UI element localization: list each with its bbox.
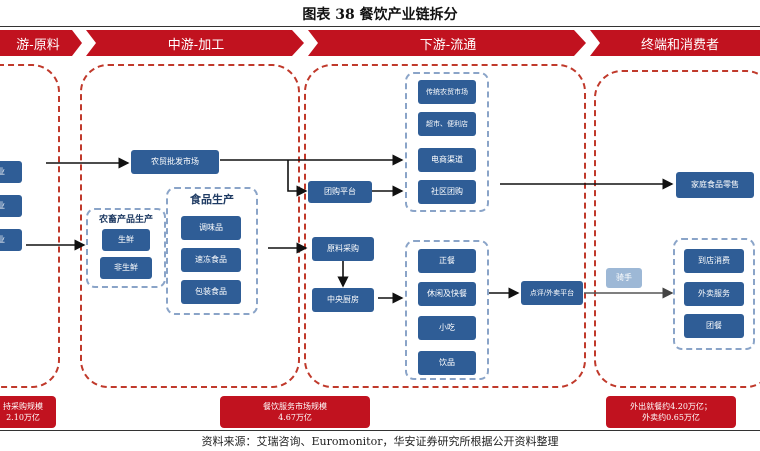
community-group-node: 社区团购 [418, 180, 476, 204]
ecommerce-node: 电商渠道 [418, 148, 476, 172]
stage-label-midstream: 中游-加工 [167, 37, 225, 53]
footer-midstream-line1: 餐饮服务市场规模 [263, 402, 327, 411]
fresh-node: 生鲜 [102, 229, 150, 251]
central-kitchen-node: 中央厨房 [312, 288, 374, 312]
group-buying-platform-node: 团购平台 [308, 181, 372, 203]
upstream-node-1: 业 [0, 161, 22, 183]
upstream-node-2: 业 [0, 195, 22, 217]
footer-midstream-line2: 4.67万亿 [278, 413, 312, 422]
stage-arrow-upstream [0, 30, 82, 56]
leisure-fast-food-node: 休闲及快餐 [418, 282, 476, 306]
stage-label-upstream: 游-原料 [16, 37, 60, 53]
formal-dining-node: 正餐 [418, 249, 476, 273]
zone-midstream [80, 64, 300, 388]
group-meal-node: 团餐 [684, 314, 744, 338]
livestock-group-label: 农畜产品生产 [98, 215, 153, 225]
footer-upstream-line1: 持采购规模 [3, 402, 43, 411]
footer-upstream-scale: 持采购规模 2.10万亿 [0, 396, 56, 428]
zone-downstream [304, 64, 586, 388]
stage-arrow-downstream [308, 30, 586, 56]
seasoning-node: 调味品 [181, 216, 241, 240]
raw-purchase-node: 原料采购 [312, 237, 374, 261]
chart-title: 图表 38 餐饮产业链拆分 [302, 7, 458, 23]
stage-arrow-midstream [86, 30, 304, 56]
snack-node: 小吃 [418, 316, 476, 340]
traditional-market-node: 传统农贸市场 [418, 80, 476, 104]
source-note: 资料来源：艾瑞咨询、Euromonitor，华安证券研究所根据公开资料整理 [201, 435, 559, 448]
food-production-label: 食品生产 [190, 193, 234, 206]
stage-label-downstream: 下游-流通 [419, 37, 477, 53]
drinks-node: 饮品 [418, 351, 476, 375]
footer-terminal-scale: 外出就餐约4.20万亿； 外卖约0.65万亿 [606, 396, 736, 428]
dine-in-node: 到店消费 [684, 249, 744, 273]
home-food-retail-node: 家庭食品零售 [676, 172, 754, 198]
top-divider [0, 26, 760, 27]
supermarket-node: 超市、便利店 [418, 112, 476, 136]
footer-terminal-line2: 外卖约0.65万亿 [642, 413, 700, 422]
arrow-wholesale-to-group [287, 160, 308, 197]
takeout-service-node: 外卖服务 [684, 282, 744, 306]
agri-wholesale-node: 农贸批发市场 [131, 150, 219, 174]
upstream-node-3: 业 [0, 229, 22, 251]
zone-terminal [594, 70, 760, 388]
footer-upstream-line2: 2.10万亿 [6, 413, 40, 422]
footer-terminal-line1: 外出就餐约4.20万亿； [630, 402, 712, 411]
footer-midstream-scale: 餐饮服务市场规模 4.67万亿 [220, 396, 370, 428]
frozen-food-node: 速冻食品 [181, 248, 241, 272]
stage-label-terminal: 终端和消费者 [640, 37, 719, 53]
zone-upstream [0, 64, 60, 388]
packaged-food-node: 包装食品 [181, 280, 241, 304]
nonfresh-node: 非生鲜 [100, 257, 152, 279]
review-delivery-platform-node: 点评/外卖平台 [521, 281, 583, 305]
bottom-divider [0, 430, 760, 431]
stage-arrow-terminal [590, 30, 760, 56]
rider-node: 骑手 [606, 268, 642, 288]
